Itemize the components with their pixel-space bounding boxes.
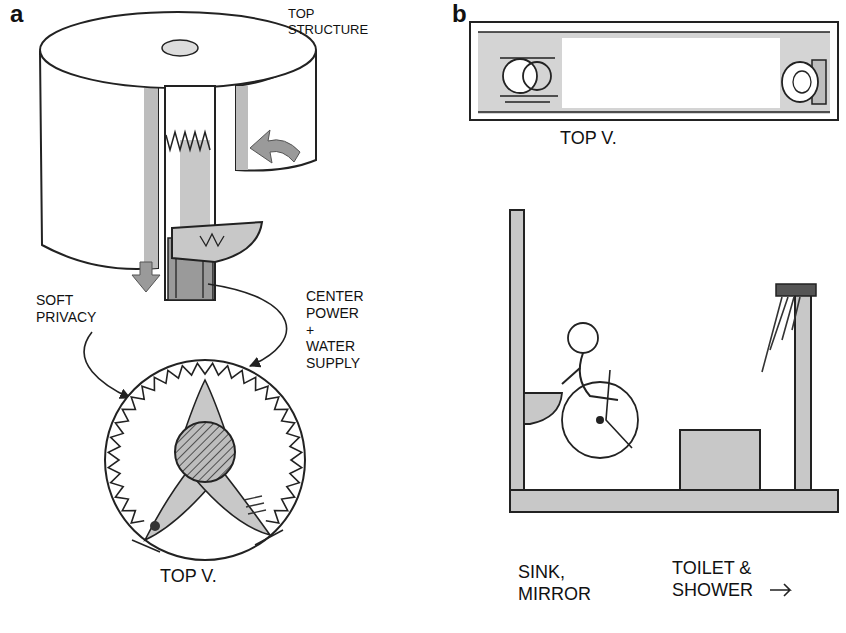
service-core bbox=[175, 422, 235, 482]
shell-shade bbox=[236, 86, 248, 170]
room-top-view bbox=[470, 22, 838, 120]
panel-letter: a bbox=[10, 0, 40, 29]
shower-wall bbox=[795, 292, 811, 490]
back-wall bbox=[510, 210, 524, 512]
part-label: CENTER POWER + WATER SUPPLY bbox=[306, 288, 364, 372]
wall-sink bbox=[524, 393, 562, 424]
toilet-step bbox=[680, 430, 760, 490]
panel-letter: b bbox=[452, 0, 482, 29]
floor-slab bbox=[510, 490, 838, 512]
part-label: TOILET & SHOWER bbox=[672, 558, 768, 601]
user-body bbox=[580, 353, 618, 400]
wing-end bbox=[255, 530, 283, 545]
wall-line bbox=[478, 31, 830, 32]
part-label: TOP STRUCTURE bbox=[288, 6, 388, 37]
top-hub bbox=[162, 40, 198, 56]
view-label: TOP V. bbox=[560, 128, 650, 150]
wheelchair-wheel bbox=[562, 382, 638, 458]
top-structure-disc bbox=[40, 12, 316, 88]
curtain-fold bbox=[166, 132, 210, 150]
part-label: SOFT PRIVACY bbox=[36, 292, 106, 326]
sink-plan bbox=[503, 59, 537, 93]
column-shade bbox=[180, 140, 210, 235]
note-arrow bbox=[770, 584, 790, 596]
water-spray bbox=[762, 297, 800, 372]
curtain-ring bbox=[108, 363, 301, 523]
pod-perspective bbox=[40, 12, 316, 398]
sink-counter bbox=[500, 58, 558, 102]
user-head bbox=[568, 323, 598, 353]
wall-line bbox=[478, 111, 830, 112]
fixture-dot bbox=[150, 521, 160, 531]
fixture-hatch bbox=[244, 496, 266, 514]
sink-plan bbox=[523, 62, 551, 90]
toilet-bowl bbox=[782, 62, 818, 102]
room-outline bbox=[470, 22, 838, 120]
shower-head bbox=[776, 284, 816, 296]
curtain-zigzag bbox=[108, 363, 301, 523]
view-label: TOP V. bbox=[160, 566, 250, 588]
wheel-hub bbox=[596, 416, 604, 424]
floor-clear bbox=[562, 38, 780, 108]
toilet-bowl bbox=[793, 71, 811, 93]
center-column bbox=[165, 86, 215, 300]
pod-outline bbox=[105, 360, 305, 560]
pod-top-view bbox=[105, 360, 305, 560]
part-label: SINK, MIRROR bbox=[518, 562, 604, 605]
rotate-arrow bbox=[250, 130, 300, 163]
slide-arrow bbox=[132, 262, 160, 292]
leader-line bbox=[84, 332, 130, 398]
user-arm bbox=[562, 368, 580, 384]
wheelchair-frame bbox=[606, 370, 632, 448]
wing-end bbox=[132, 540, 160, 552]
shell-shade bbox=[144, 86, 158, 269]
sink-basin bbox=[172, 222, 262, 262]
basin-mark bbox=[200, 234, 224, 246]
leader-line bbox=[208, 284, 287, 366]
room-section bbox=[510, 210, 838, 596]
floor-shade bbox=[478, 32, 830, 114]
